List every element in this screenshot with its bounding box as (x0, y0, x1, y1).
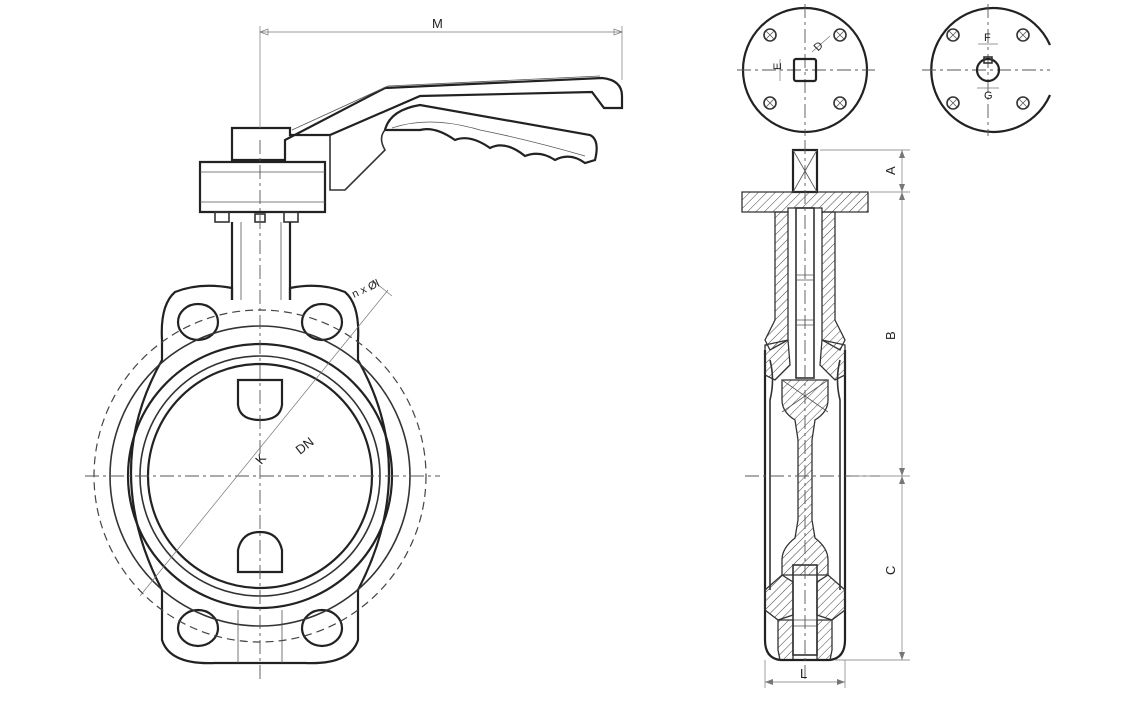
lug-hole-bottom-right (300, 608, 344, 648)
top-flange-view-square: E D (737, 4, 875, 136)
handle-lever-inner (291, 75, 601, 131)
handle-lever (230, 76, 624, 162)
keyed-bore (975, 57, 1001, 83)
lower-seat-left (764, 574, 794, 621)
side-neck-left (764, 211, 789, 351)
side-body-right (829, 350, 847, 662)
handle-grip-detail (391, 121, 586, 157)
label-n-hole: n x Øl (350, 278, 381, 301)
lower-seat-right (816, 574, 846, 621)
side-neck-right (821, 211, 846, 351)
handle-grip (383, 103, 598, 165)
lug-hole-bottom-left (176, 608, 220, 648)
liner-left (769, 359, 774, 590)
label-A: A (883, 166, 898, 175)
label-G: G (984, 90, 993, 102)
disc-hub-bottom (236, 530, 284, 574)
plate-pin-left (214, 211, 230, 223)
plate-pin-right (283, 211, 299, 223)
label-E: E (772, 63, 784, 70)
label-C: C (883, 566, 898, 575)
handle-link (329, 129, 387, 191)
side-body-left (763, 350, 781, 662)
label-DN: DN (293, 434, 317, 457)
upper-seat-right (819, 339, 846, 381)
top-flange-view-keyed: F G (922, 4, 1052, 136)
upper-seat-left (764, 339, 791, 381)
label-B: B (883, 331, 898, 340)
label-M: M (432, 16, 443, 31)
indexing-plate (198, 160, 327, 214)
label-L: L (800, 666, 807, 681)
square-drive (792, 57, 818, 83)
label-F: F (984, 32, 991, 44)
label-K: K (252, 451, 269, 468)
front-view: M n x Øl K DN (85, 16, 624, 680)
valve-body-outline (129, 284, 391, 665)
side-view: A B C L (741, 140, 910, 688)
dim-diagonal (139, 289, 389, 597)
liner-right (836, 359, 841, 590)
